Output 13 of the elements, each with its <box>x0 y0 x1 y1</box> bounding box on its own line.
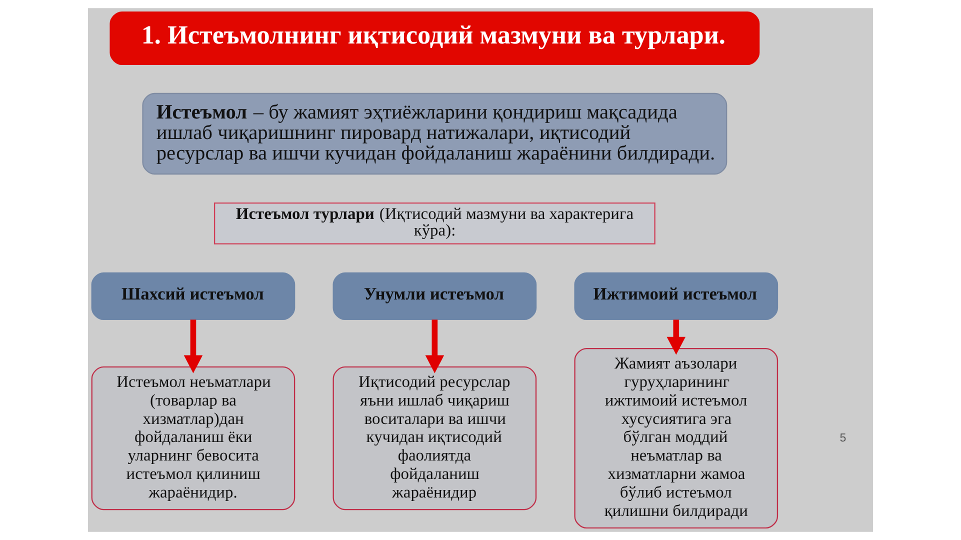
label: 5 <box>840 431 846 444</box>
node-box: Унумли истеъмол <box>332 272 537 320</box>
node-box: Шахсий истеъмол <box>91 272 296 320</box>
node-box: Истеъмол неъматлари (товарлар ва хизматлар)дан фойдаланиш ёки уларнинг бевосита истеъмол қилиниш жараёнидир. <box>91 366 296 510</box>
arrow <box>666 320 686 355</box>
node-box: 1. Истеъмолнинг иқтисодий мазмуни ва турлари. <box>110 11 760 65</box>
node-box: Иқтисодий ресурслар яъни ишлаб чиқариш воситалари ва ишчи кучидан иқтисодий фаолиятда фойдаланиш жараёнидир <box>332 366 537 510</box>
arrow <box>184 320 203 374</box>
node-box: Истеъмол турлари (Иқтисодий мазмуни ва характерига кўра): <box>214 202 656 244</box>
arrow <box>425 320 444 374</box>
node-box: Жамият аъзолари гуруҳларининг ижтимоий истеъмол хусусиятига эга бўлган моддий неъматлар ва хизматларни жамоа бўлиб истеъмол қилишни билдиради <box>574 348 778 529</box>
node-box: Ижтимоий истеъмол <box>574 272 778 320</box>
node-box: Истеъмол – бу жамият эҳтиёжларини қондириш мақсадида ишлаб чиқаришнинг пировард натижалари, иқтисодий ресурслар ва ишчи кучидан фойдаланиш жараёнини билдиради. <box>142 92 728 175</box>
